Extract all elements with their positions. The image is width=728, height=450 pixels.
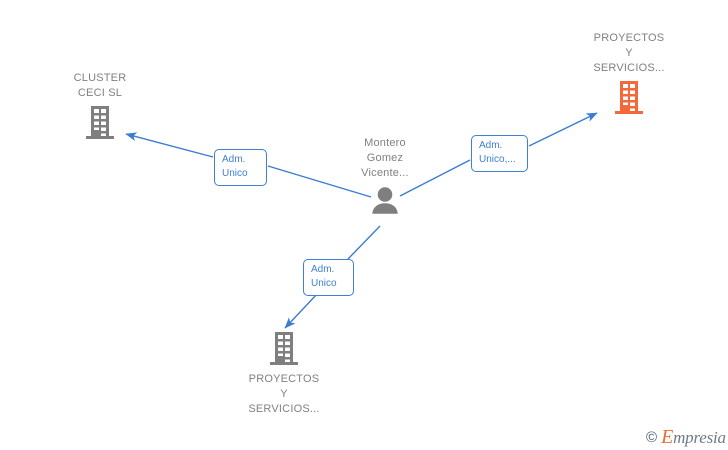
building-icon: [270, 332, 298, 365]
edge-label-to-cluster[interactable]: Adm. Unico: [214, 149, 267, 186]
edge-label-to-proyectos-top[interactable]: Adm. Unico,...: [471, 135, 528, 172]
building-icon: [615, 81, 643, 114]
node-company-cluster-ceci-label: CLUSTER CECI SL: [73, 72, 127, 99]
building-icon: [86, 106, 114, 139]
edge-label-to-proyectos-bottom[interactable]: Adm. Unico: [303, 259, 354, 296]
node-company-proyectos-bottom[interactable]: PROYECTOS Y SERVICIOS...: [209, 331, 359, 417]
person-icon: [372, 187, 398, 214]
node-company-proyectos-top[interactable]: PROYECTOS Y SERVICIOS...: [554, 31, 704, 116]
edge-to-proyectos-top[interactable]: [399, 112, 598, 197]
edge-to-cluster[interactable]: [125, 132, 372, 198]
node-company-proyectos-top-label: PROYECTOS Y SERVICIOS...: [593, 32, 665, 74]
brand-logo: Empresia: [661, 427, 726, 447]
brand-name: mpresia: [673, 428, 726, 447]
edge-to-proyectos-bottom[interactable]: [284, 225, 381, 329]
node-person-center-label: Montero Gomez Vicente...: [361, 137, 409, 179]
copyright-icon: ©: [646, 428, 658, 446]
brand-initial: E: [661, 426, 674, 448]
watermark: © Empresia: [646, 427, 726, 447]
node-company-proyectos-bottom-label: PROYECTOS Y SERVICIOS...: [248, 373, 320, 415]
node-person-center[interactable]: Montero Gomez Vicente...: [310, 136, 460, 218]
node-company-cluster-ceci[interactable]: CLUSTER CECI SL: [25, 71, 175, 141]
